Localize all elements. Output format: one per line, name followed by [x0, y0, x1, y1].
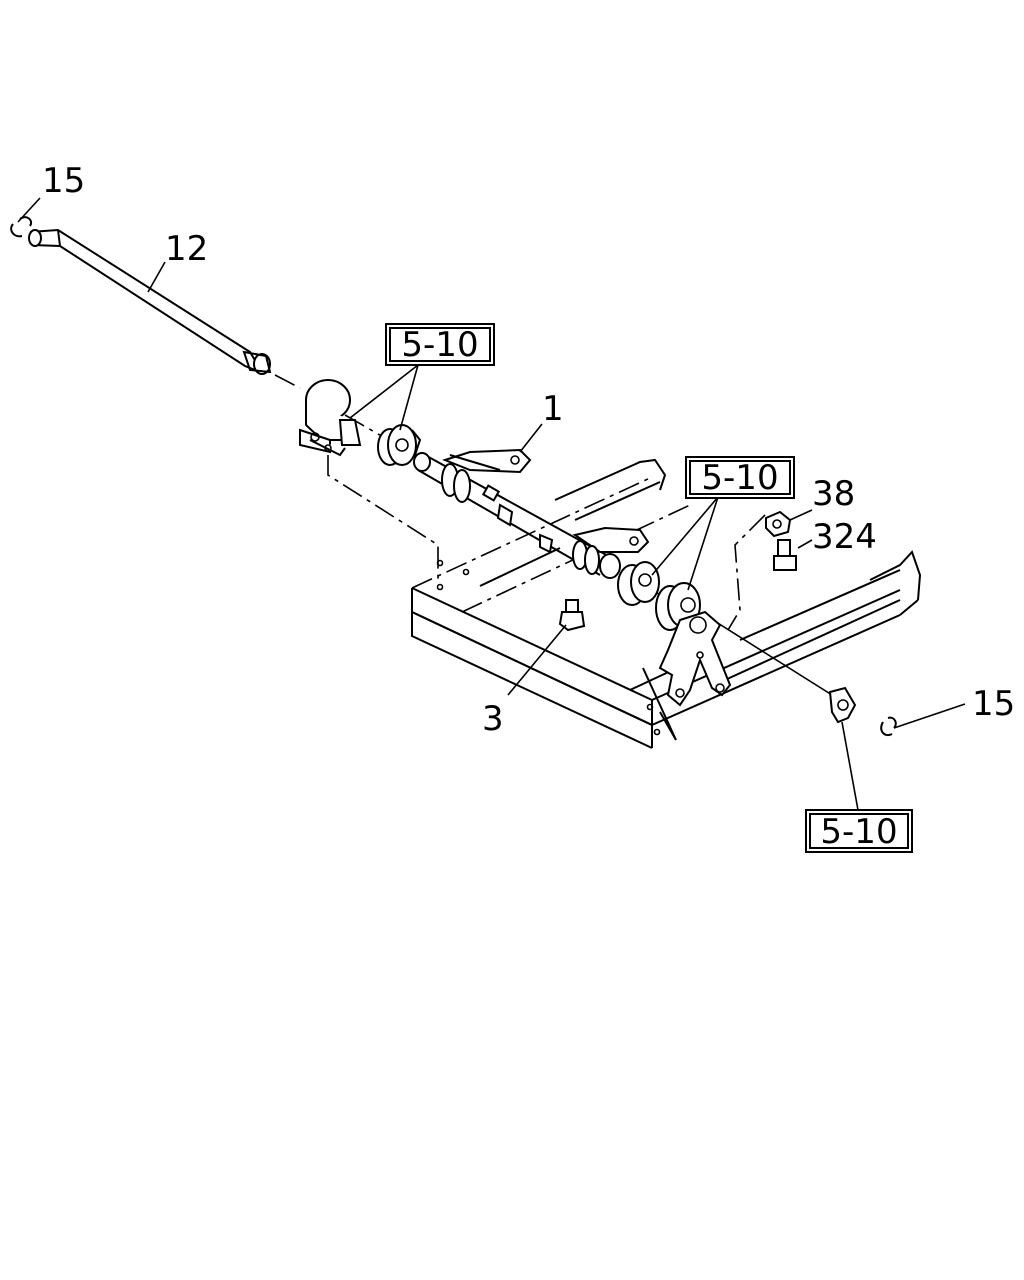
callout-12: 12: [165, 229, 208, 269]
cross-shaft-tube: [413, 448, 650, 579]
ref-label-left: 5-10: [401, 325, 478, 365]
callout-15-top: 15: [42, 161, 85, 201]
ref-label-bottom: 5-10: [820, 812, 897, 852]
leader-lines: [17, 197, 966, 811]
ref-box-bottom: 5-10: [805, 809, 913, 853]
nut: [765, 510, 792, 538]
clip-bracket: [828, 686, 857, 724]
clip-right: [880, 716, 897, 736]
right-bush-inner: [655, 582, 701, 631]
bolt: [773, 539, 797, 571]
callout-1: 1: [542, 389, 564, 429]
ref-label-mid: 5-10: [701, 458, 778, 498]
lever-arm: [658, 610, 732, 707]
callout-3: 3: [482, 699, 504, 739]
left-bracket: [299, 379, 439, 580]
grease-nipple: [558, 599, 586, 632]
control-rod: [10, 216, 272, 375]
frame-cross-member: [411, 458, 922, 749]
ref-box-left: 5-10: [385, 323, 495, 366]
callout-324: 324: [812, 517, 877, 557]
callout-38: 38: [812, 474, 855, 514]
ref-box-mid: 5-10: [685, 456, 795, 499]
callout-15-right: 15: [972, 684, 1015, 724]
right-bush-outer: [617, 561, 660, 606]
